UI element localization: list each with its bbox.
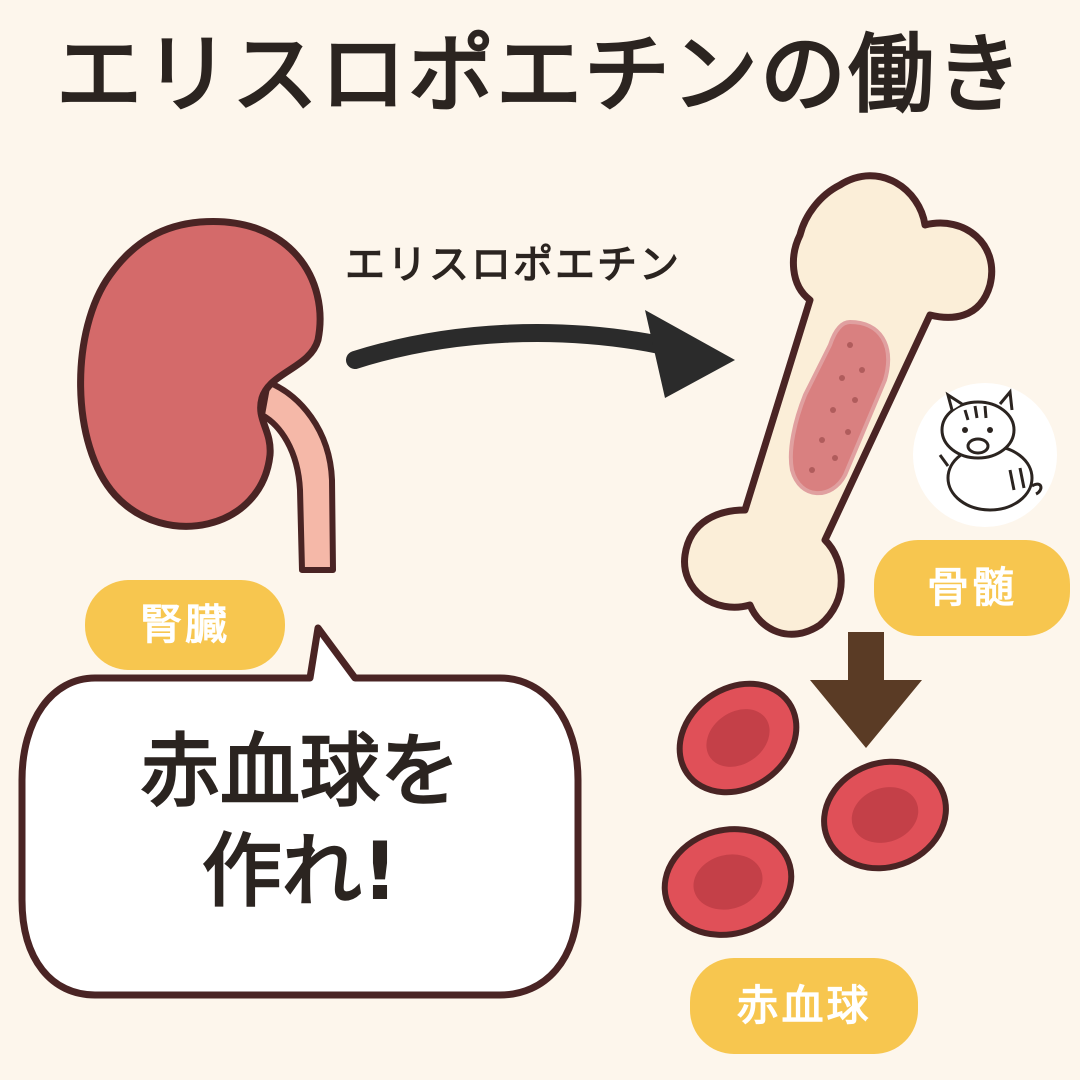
marrow-dots bbox=[809, 342, 865, 473]
ureter-icon bbox=[259, 379, 336, 573]
arrow-right-icon bbox=[346, 324, 669, 369]
arrow-label: エリスロポエチン bbox=[345, 242, 681, 288]
red-blood-cell-icon bbox=[821, 758, 949, 872]
label-bone-marrow: 骨髄 bbox=[874, 540, 1070, 636]
speech-line-1: 赤血球を bbox=[140, 725, 460, 818]
arrow-down-icon bbox=[810, 632, 922, 748]
red-blood-cell-icon bbox=[676, 680, 800, 796]
label-red-blood-cell: 赤血球 bbox=[690, 958, 918, 1054]
page-title: エリスロポエチンの働き bbox=[56, 25, 1024, 125]
label-kidney: 腎臓 bbox=[85, 580, 285, 670]
arrow-right-head bbox=[645, 310, 735, 398]
red-blood-cell-icon bbox=[661, 826, 795, 938]
speech-bubble bbox=[18, 624, 582, 999]
speech-bubble-text: 赤血球を 作れ! bbox=[40, 722, 560, 922]
bone-marrow-icon bbox=[788, 319, 891, 496]
speech-line-2: 作れ! bbox=[201, 825, 399, 918]
kidney-icon bbox=[77, 218, 324, 530]
boar-mascot-icon bbox=[913, 383, 1057, 527]
